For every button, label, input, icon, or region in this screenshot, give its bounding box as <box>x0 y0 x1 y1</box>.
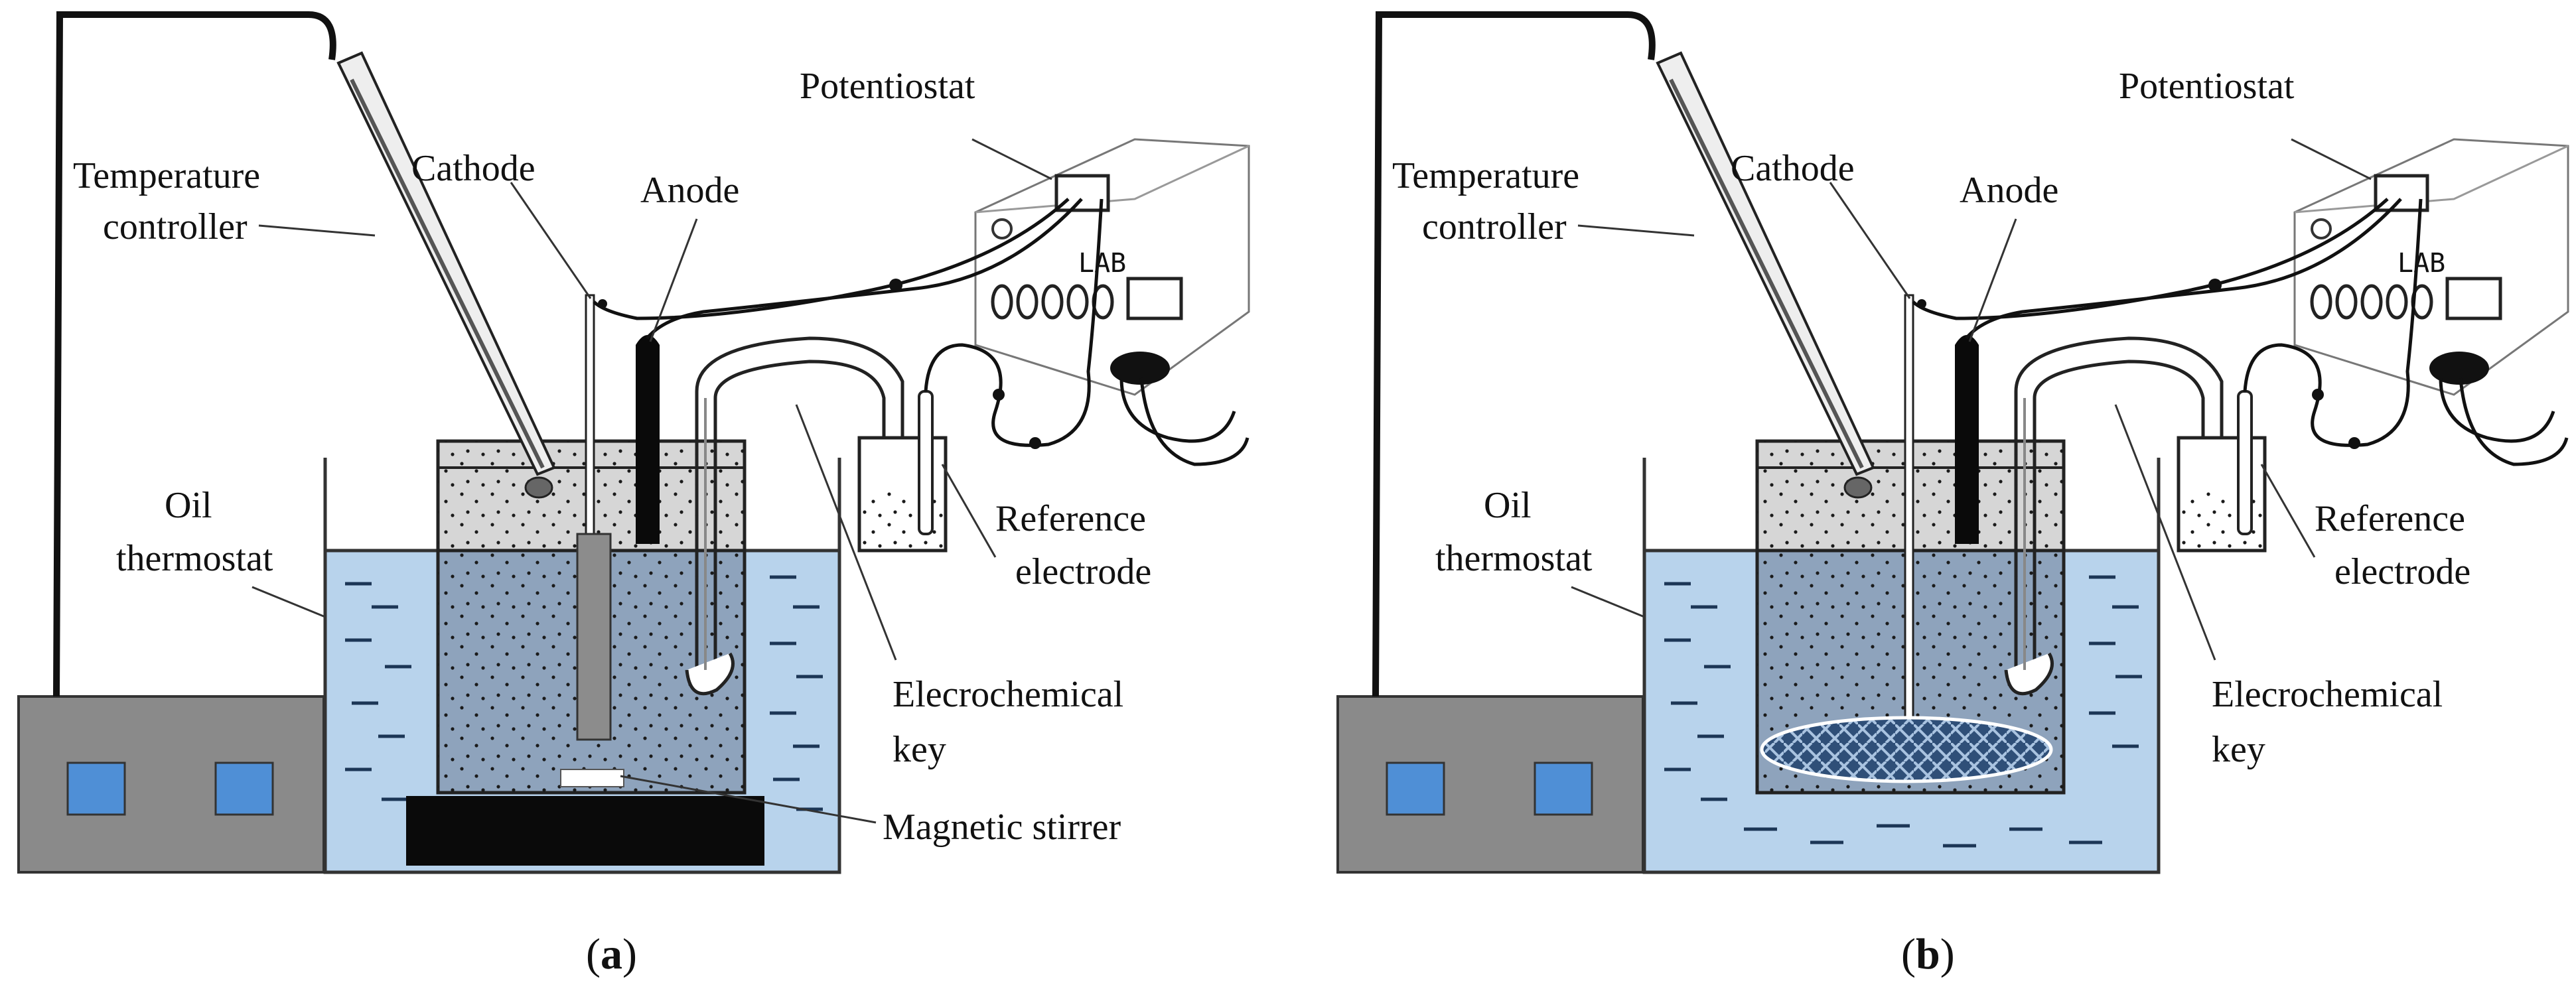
temperature-probe <box>1656 51 1875 499</box>
leader-lines <box>1571 138 2372 661</box>
panel-b: LAB Temperature controller Cathode Anode <box>1336 11 2569 978</box>
indicator-square <box>1534 761 1593 816</box>
caption-a: (a) <box>586 930 637 978</box>
cathode-sample <box>576 533 612 741</box>
wires <box>593 198 1250 466</box>
cathode-rod <box>1904 294 1914 721</box>
oil-dashes <box>345 575 823 811</box>
label-key: key <box>2212 729 2265 770</box>
cathode-rod <box>585 294 595 535</box>
label-reference: Reference <box>995 498 1146 539</box>
label-electrode: electrode <box>1015 551 1151 592</box>
label-potentiostat: Potentiostat <box>2119 66 2295 107</box>
label-anode: Anode <box>1960 170 2058 211</box>
label-potentiostat: Potentiostat <box>800 66 975 107</box>
oil-dashes <box>1664 575 2142 848</box>
temperature-controller-box <box>1336 695 1644 874</box>
label-key: key <box>893 729 946 770</box>
controller-cable <box>1372 11 1656 697</box>
wires <box>1912 198 2569 466</box>
temperature-probe <box>336 51 556 499</box>
reference-electrode <box>2237 390 2253 535</box>
indicator-square <box>66 761 126 816</box>
reference-electrode <box>918 390 934 535</box>
caption-b: (b) <box>1901 930 1955 978</box>
label-temperature-controller-2: controller <box>1422 206 1567 247</box>
stirrer-bar <box>560 769 624 787</box>
temperature-controller-box <box>17 695 325 874</box>
electrochemical-key <box>695 336 904 683</box>
anode <box>636 335 660 544</box>
label-temperature-controller-2: controller <box>103 206 248 247</box>
label-temperature-controller-1: Temperature <box>1392 155 1579 196</box>
potentiostat: LAB <box>974 138 1250 396</box>
leader-lines <box>251 138 1052 824</box>
label-electrode: electrode <box>2334 551 2470 592</box>
label-electrochemical: Elecrochemical <box>893 674 1123 715</box>
label-anode: Anode <box>640 170 739 211</box>
label-cathode: Cathode <box>1731 148 1855 189</box>
label-magnetic-stirrer: Magnetic stirrer <box>883 807 1121 848</box>
magnetic-stirrer-plate <box>406 796 764 866</box>
panel-a: LAB Temperature controller <box>17 11 1250 978</box>
anode <box>1955 335 1979 544</box>
label-electrochemical: Elecrochemical <box>2212 674 2443 715</box>
indicator-square <box>214 761 274 816</box>
label-thermostat: thermostat <box>1435 538 1593 579</box>
label-thermostat: thermostat <box>116 538 273 579</box>
controller-cable <box>53 11 336 697</box>
label-oil: Oil <box>165 485 212 526</box>
label-temperature-controller-1: Temperature <box>73 155 260 196</box>
mesh-cathode <box>1760 716 2053 783</box>
potentiostat: LAB <box>2293 138 2569 396</box>
device-mark: LAB <box>2397 248 2445 279</box>
device-mark: LAB <box>1078 248 1126 279</box>
label-reference: Reference <box>2315 498 2465 539</box>
electrochemical-key <box>2014 336 2224 683</box>
indicator-square <box>1386 761 1445 816</box>
label-cathode: Cathode <box>411 148 536 189</box>
label-oil: Oil <box>1484 485 1532 526</box>
